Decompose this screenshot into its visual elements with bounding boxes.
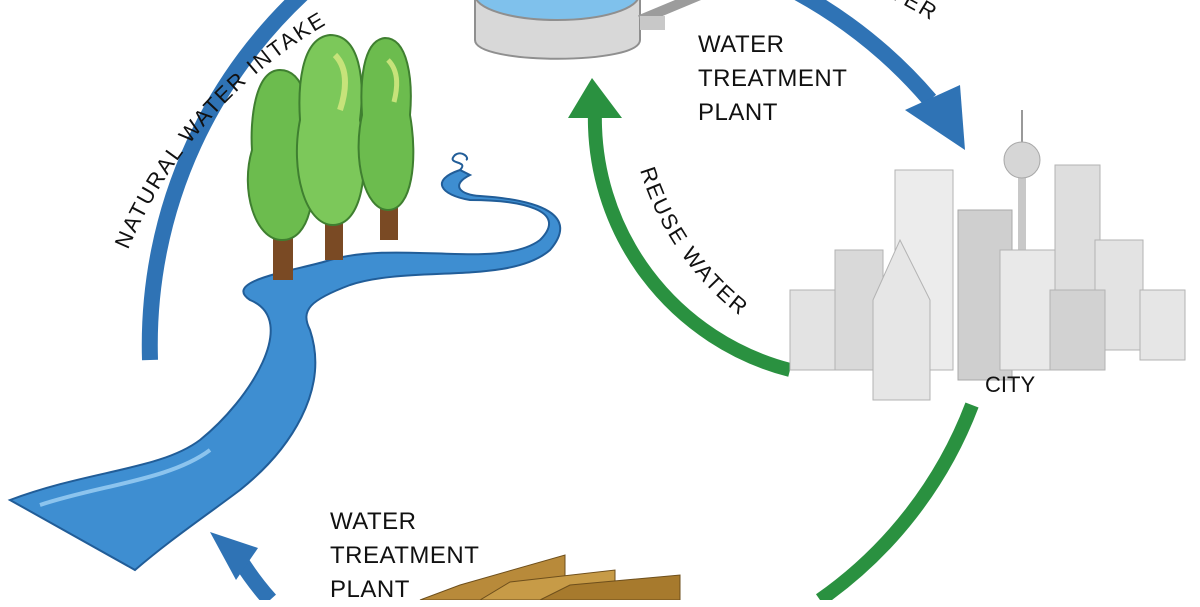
tank-pipe-base	[640, 16, 665, 30]
treatment-plant-bottom-label: WATER TREATMENT PLANT	[330, 505, 479, 607]
treatment-plant-bottom-illustration	[419, 554, 681, 601]
tree-highlight	[386, 58, 400, 103]
blue-supply-arrowhead	[905, 85, 965, 150]
potable-water-partial-label: TER	[886, 0, 942, 26]
blue-intake-arc	[141, 0, 308, 361]
label-line: TREATMENT	[330, 542, 480, 569]
city-illustration	[789, 110, 1186, 401]
treatment-plant-top-illustration	[474, 0, 701, 60]
tree-canopy	[357, 36, 415, 212]
tree-highlight	[332, 52, 348, 111]
green-waste-arc	[815, 402, 979, 606]
tree-trunk	[325, 215, 343, 260]
reuse-water-label: REUSE WATER	[635, 164, 754, 321]
label-line: PLANT	[698, 99, 778, 126]
building-tower	[872, 238, 931, 401]
label-line: WATER	[698, 31, 785, 58]
label-line: TREATMENT	[698, 65, 848, 92]
green-reuse-arc	[587, 109, 792, 377]
trees	[246, 33, 415, 280]
building	[1139, 289, 1186, 361]
building	[789, 289, 843, 371]
treatment-plant-top-label: WATER TREATMENT PLANT	[698, 28, 847, 130]
green-reuse-arrowhead	[568, 78, 622, 118]
tree-trunk	[273, 230, 293, 280]
blue-supply-arc	[794, 0, 937, 106]
label-line: PLANT	[330, 576, 410, 603]
river	[7, 168, 562, 572]
tv-tower-sphere	[1003, 141, 1041, 179]
building	[1049, 289, 1106, 371]
city-label: CITY	[985, 372, 1035, 397]
river-source	[451, 152, 468, 171]
blue-return-arrowhead	[210, 532, 258, 580]
river-highlight	[39, 448, 212, 507]
tank-water	[475, 0, 639, 21]
tv-tower-mast	[1018, 150, 1026, 270]
tree-trunk	[380, 205, 398, 240]
tree-canopy	[296, 33, 366, 227]
tank-pipe	[638, 0, 701, 25]
label-line: WATER	[330, 508, 417, 535]
